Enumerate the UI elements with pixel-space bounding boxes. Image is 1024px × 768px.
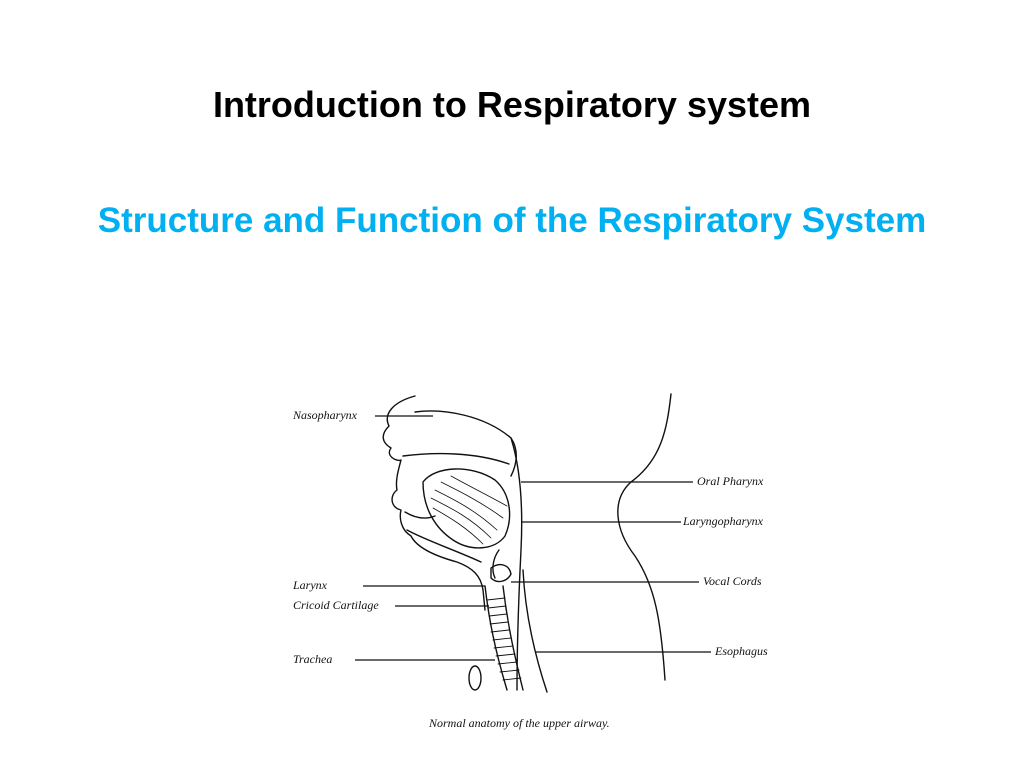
label-trachea: Trachea: [293, 652, 333, 666]
label-vocal-cords: Vocal Cords: [703, 574, 762, 588]
neck-back: [617, 393, 672, 681]
tongue: [422, 468, 511, 549]
slide-title: Introduction to Respiratory system: [212, 84, 812, 125]
trachea-back: [502, 585, 524, 691]
esophagus-tube: [522, 569, 548, 693]
epiglottis: [492, 549, 500, 579]
label-esophagus: Esophagus: [715, 644, 768, 658]
palate: [402, 452, 510, 465]
pharynx-wall: [510, 437, 523, 691]
label-cricoid-cartilage: Cricoid Cartilage: [293, 598, 379, 612]
label-laryngopharynx: Laryngopharynx: [683, 514, 763, 528]
face-profile: [382, 395, 486, 611]
upper-airway-diagram: Nasopharynx Larynx Cricoid Cartilage Tra…: [285, 390, 785, 740]
lower-jaw: [404, 511, 436, 519]
trachea-front: [484, 585, 508, 691]
label-nasopharynx: Nasopharynx: [293, 408, 357, 422]
airway-line-drawing: [355, 393, 711, 693]
nasal-cavity-outline: [414, 410, 517, 477]
label-larynx: Larynx: [293, 578, 327, 592]
thyroid-gland: [468, 665, 482, 691]
label-oral-pharynx: Oral Pharynx: [697, 474, 764, 488]
figure-caption: Normal anatomy of the upper airway.: [429, 716, 610, 730]
vocal-cord-shape: [490, 563, 512, 583]
slide-subtitle: Structure and Function of the Respirator…: [97, 201, 927, 240]
